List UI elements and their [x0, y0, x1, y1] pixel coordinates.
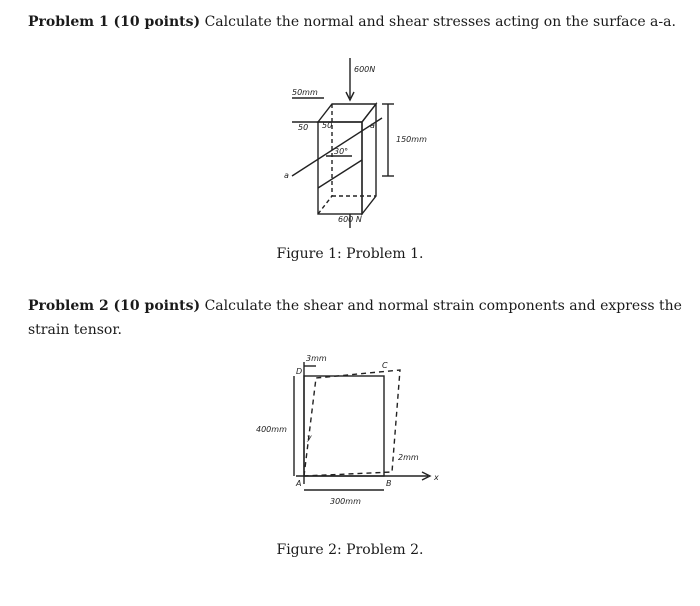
label-point-c: C: [382, 361, 388, 370]
section-plane-front: [317, 159, 363, 189]
figure-2-caption: Figure 2: Problem 2.: [276, 542, 424, 558]
label-right-disp: 2mm: [398, 453, 419, 462]
problem-2-text: Calculate the shear and normal strain co…: [28, 298, 682, 338]
label-top-disp: 3mm: [306, 354, 327, 363]
figure-1-drawing: 600N 50mm 50 50 30° 150mm a a 600 N: [284, 58, 427, 240]
deformed-element: [303, 369, 401, 477]
figure-2-drawing: 3mm 400mm 300mm 2mm x A D C B y: [256, 354, 439, 506]
label-point-d: D: [296, 367, 302, 376]
label-point-b: B: [386, 479, 392, 488]
label-top-force: 600N: [354, 65, 375, 74]
label-width: 300mm: [330, 497, 361, 506]
label-section-a-right: a: [370, 121, 375, 130]
figure-2-sketch: 3mm 400mm 300mm 2mm x A D C B y: [252, 352, 452, 517]
original-element: [303, 375, 385, 477]
label-dim-top: 50mm: [292, 88, 318, 97]
top-force-arrowhead: [345, 91, 355, 102]
label-dim-front: 50: [322, 121, 332, 130]
x-axis-arrowhead: [421, 471, 432, 481]
problem-2-heading: Problem 2 (10 points): [28, 298, 201, 314]
problem-1-heading: Problem 1 (10 points): [28, 14, 201, 30]
label-point-a: A: [295, 479, 301, 488]
label-height: 400mm: [256, 425, 287, 434]
block-top-face: [316, 103, 378, 123]
label-angle: 30°: [334, 147, 348, 156]
label-dim-side: 50: [298, 123, 308, 132]
problem-1-statement: Problem 1 (10 points) Calculate the norm…: [28, 10, 692, 34]
figure-1-caption: Figure 1: Problem 1.: [276, 246, 424, 262]
label-section-a-left: a: [284, 171, 289, 180]
section-line-a-a: [291, 117, 383, 177]
label-y: y: [306, 433, 312, 442]
problem-2-statement: Problem 2 (10 points) Calculate the shea…: [28, 294, 692, 342]
label-height: 150mm: [396, 135, 427, 144]
label-axis-x: x: [433, 473, 439, 482]
hidden-edge-diagonal: [317, 195, 333, 215]
figure-1-sketch: 600N 50mm 50 50 30° 150mm a a 600 N: [270, 58, 440, 240]
label-bottom-force: 600 N: [338, 215, 362, 224]
problem-1-text: Calculate the normal and shear stresses …: [204, 14, 676, 30]
